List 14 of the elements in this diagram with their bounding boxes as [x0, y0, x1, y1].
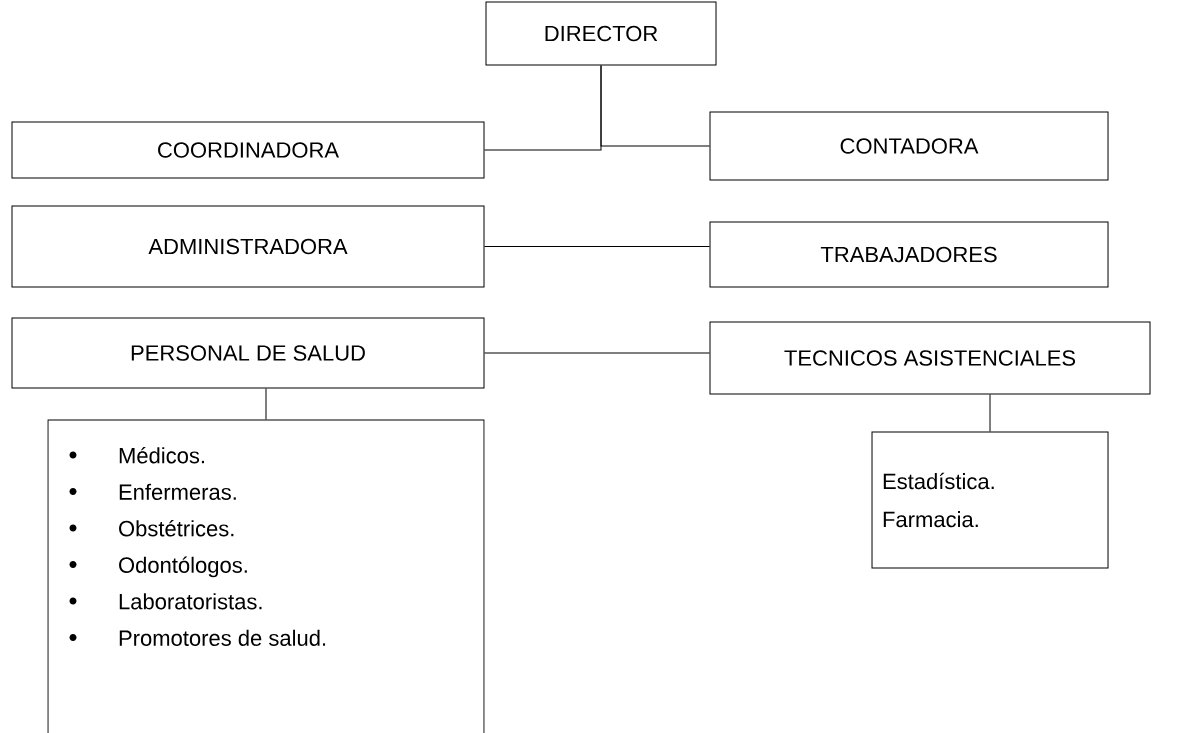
connector-line	[989, 394, 991, 432]
role-box: DIRECTOR	[485, 1, 717, 66]
role-box: PERSONAL DE SALUD	[11, 317, 485, 389]
list-box: Médicos. Enfermeras. Obstétrices. Odontólogos. Laboratoristas. Promotores de salud.	[47, 419, 485, 733]
role-box: CONTADORA	[709, 111, 1109, 181]
role-box: COORDINADORA	[11, 121, 485, 179]
role-box: TRABAJADORES	[709, 221, 1109, 288]
role-box: TECNICOS ASISTENCIALES	[709, 321, 1151, 395]
list-box: Estadística. Farmacia.	[871, 431, 1109, 569]
connector-line	[484, 246, 710, 247]
role-box: ADMINISTRADORA	[11, 205, 485, 288]
connector-line	[265, 388, 267, 420]
connector-line	[600, 65, 710, 147]
connector-line	[484, 352, 710, 354]
